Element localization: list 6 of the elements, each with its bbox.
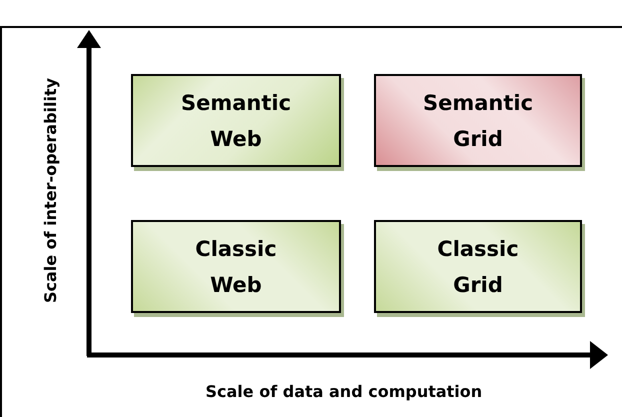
quadrant-label: Classic Web	[194, 236, 278, 298]
quadrant-label: Classic Grid	[436, 236, 520, 298]
quadrant-label: Semantic Grid	[422, 90, 534, 152]
quadrant-label: Semantic Web	[180, 90, 292, 152]
y-axis-title: Scale of inter-operability	[40, 77, 60, 303]
x-axis-title: Scale of data and computation	[206, 382, 482, 400]
